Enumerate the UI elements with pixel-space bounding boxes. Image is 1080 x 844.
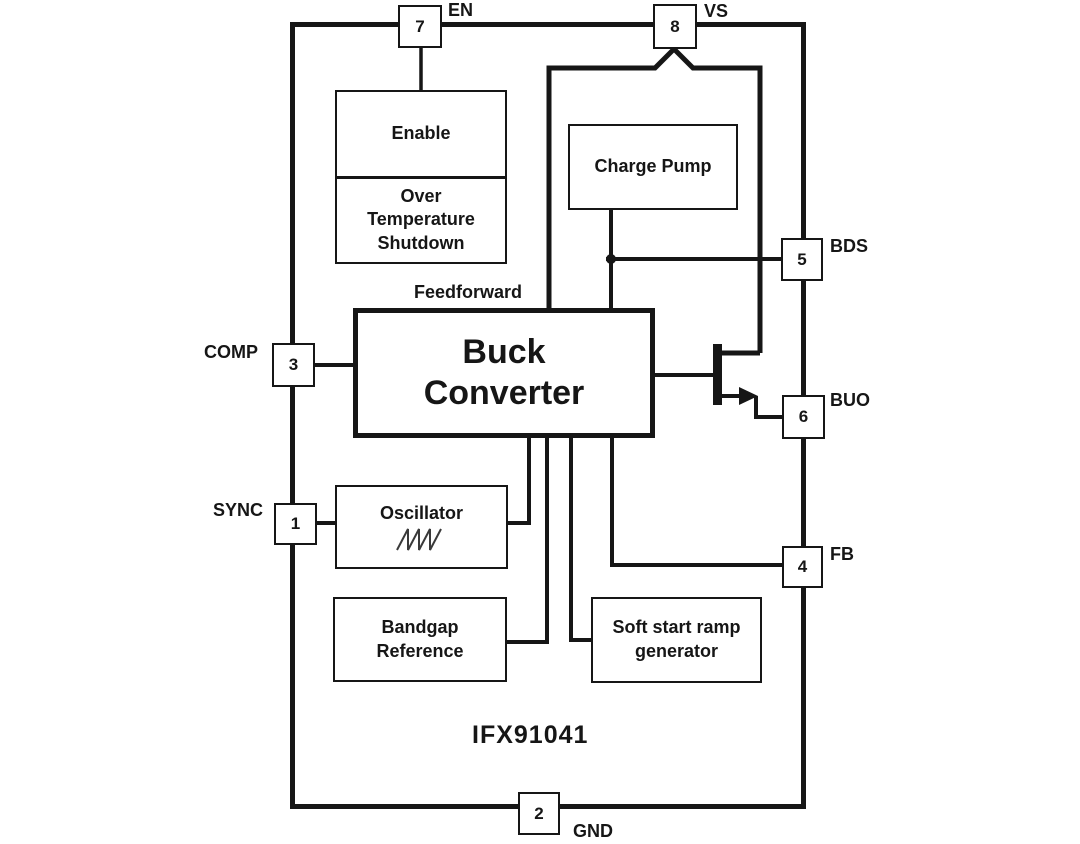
pin-5-bds: 5: [781, 238, 823, 281]
pin-number: 2: [534, 803, 544, 823]
bandgap-reference-block: Bandgap Reference: [333, 597, 507, 682]
pin-number: 3: [288, 355, 299, 374]
pin-number: 4: [797, 557, 808, 576]
oscillator-label: Oscillator: [379, 502, 464, 523]
pin-label-vs: VS: [704, 1, 729, 21]
pin-4-fb: 4: [782, 546, 823, 588]
bandgap-reference-label: Bandgap Reference: [376, 616, 464, 661]
pin-8-vs: 8: [653, 4, 697, 49]
feedforward-label: Feedforward: [414, 282, 523, 302]
pin-label-fb: FB: [830, 544, 854, 564]
buck-converter-label: Buck Converter: [423, 332, 585, 412]
pin-number: 8: [670, 16, 680, 36]
pin-number: 5: [797, 249, 807, 269]
soft-start-label: Soft start ramp generator: [612, 617, 741, 661]
pin-label-sync: SYNC: [213, 500, 264, 520]
pin-3-comp: 3: [272, 343, 315, 387]
part-number-label: IFX91041: [472, 721, 589, 749]
charge-pump-block: Charge Pump: [568, 124, 738, 210]
pin-7-en: 7: [398, 5, 442, 48]
pin-1-sync: 1: [274, 503, 317, 545]
enable-block: Enable Over Temperature Shutdown: [335, 90, 507, 264]
pin-label-en: EN: [448, 0, 474, 20]
pin-number: 7: [415, 16, 425, 36]
pin-label-gnd: GND: [573, 821, 613, 841]
enable-block-label: Enable: [337, 92, 505, 179]
buck-converter-block: Buck Converter: [353, 308, 655, 438]
over-temperature-block-label: Over Temperature Shutdown: [367, 185, 475, 254]
oscillator-block: Oscillator: [335, 485, 508, 569]
pin-6-buo: 6: [782, 395, 825, 439]
soft-start-block: Soft start ramp generator: [591, 597, 762, 683]
pin-label-bds: BDS: [830, 236, 869, 256]
pin-number: 6: [798, 407, 809, 426]
pin-2-gnd: 2: [518, 792, 560, 835]
pin-label-buo: BUO: [830, 390, 870, 410]
pin-label-comp: COMP: [204, 342, 258, 362]
charge-pump-label: Charge Pump: [594, 156, 712, 177]
pin-number: 1: [290, 514, 301, 533]
sawtooth-waveform-icon: [395, 528, 442, 551]
